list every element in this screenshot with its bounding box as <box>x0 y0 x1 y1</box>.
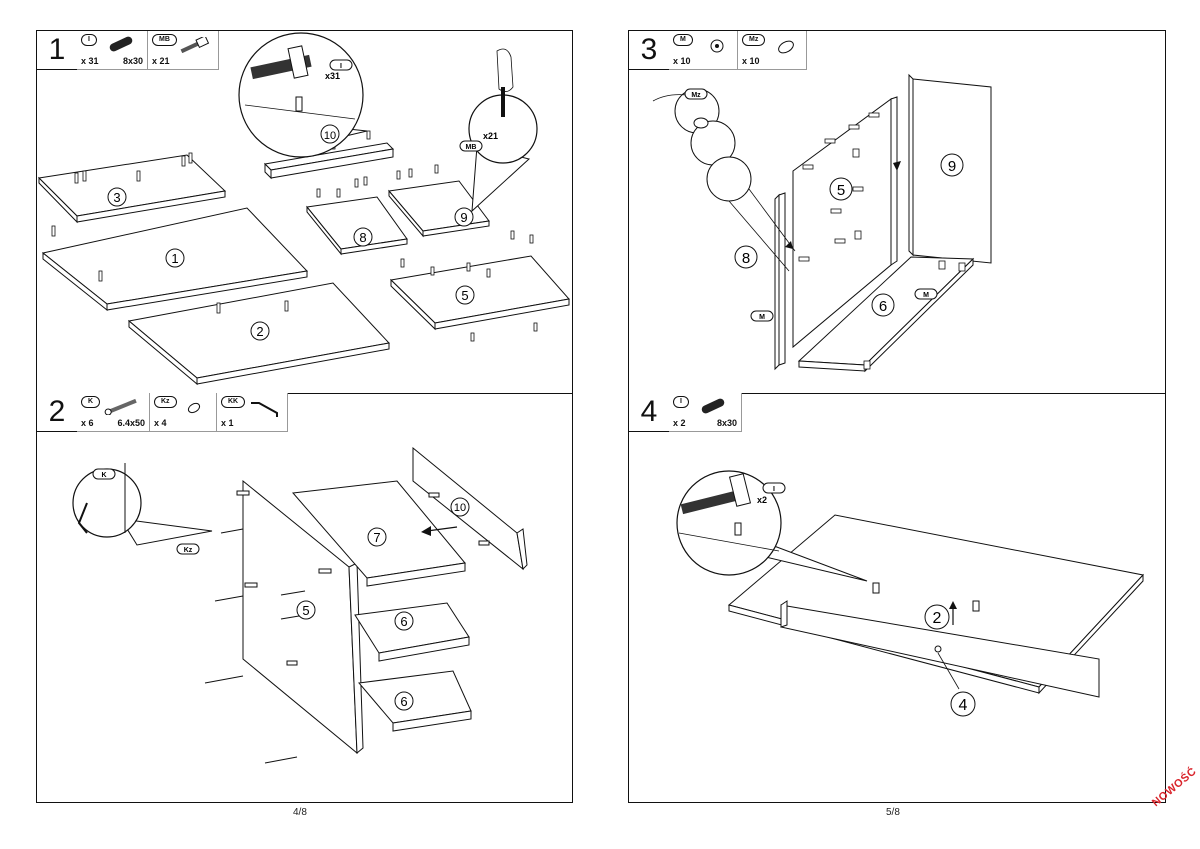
cam-cover-icon <box>778 40 794 54</box>
panel-label-1: 1 <box>171 251 178 266</box>
step-2-pane: K Kz 7 10 5 6 6 2 K x 6 <box>37 393 572 803</box>
step-1-pane: I x31 MB x21 3 1 2 10 <box>37 31 572 394</box>
step-4-pane: I x2 2 4 4 I x 2 8x30 <box>629 393 1165 803</box>
panel-label-10: 10 <box>454 502 466 514</box>
panel-label-6b: 6 <box>400 694 407 709</box>
callout-I-code: I <box>340 63 342 70</box>
cam-fittings <box>798 112 966 370</box>
panel-label-9: 9 <box>460 210 467 225</box>
panel-label-8: 8 <box>359 230 366 245</box>
panel-label-4: 4 <box>959 697 968 714</box>
panel-label-10: 10 <box>324 130 336 142</box>
step-4-parts-legend: I x 2 8x30 <box>669 393 742 432</box>
part-cam-lock: M x 10 <box>669 31 738 69</box>
page-number-right: 5/8 <box>886 807 900 818</box>
cam-bolt-icon <box>180 37 210 53</box>
callout-MB-qty: x21 <box>483 131 498 141</box>
step-2-diagram: K Kz 7 10 5 6 6 <box>72 446 528 764</box>
step-2-parts-legend: K x 6 6.4x50 Kz x 4 KK x 1 <box>77 393 288 432</box>
wooden-dowel-icon <box>109 36 133 52</box>
step-3-diagram: Mz M M 9 5 8 6 <box>652 73 992 373</box>
step-number-4: 4 <box>629 393 670 432</box>
part-screw-cap: Kz x 4 <box>150 393 217 431</box>
zoom-callout-screw: K Kz <box>72 463 213 555</box>
instruction-page-left: I x31 MB x21 3 1 2 10 <box>36 30 573 803</box>
allen-key-icon <box>77 502 88 534</box>
part-dowel: I x 31 8x30 <box>77 31 148 69</box>
zoom-callout-cam-lock: Mz M M <box>652 88 938 322</box>
callout-I-code: I <box>773 486 775 493</box>
step-1-diagram: I x31 MB x21 3 1 2 10 <box>37 32 570 386</box>
panel-label-9: 9 <box>948 158 956 175</box>
zoom-callout-camlock: MB x21 <box>459 48 538 213</box>
panel-8-shape <box>774 193 780 371</box>
part-allen-key: KK x 1 <box>217 393 287 431</box>
callout-I-qty: x31 <box>325 71 340 81</box>
part-dowel: I x 2 8x30 <box>673 396 737 428</box>
part-cam-cover: Mz x 10 <box>738 31 806 69</box>
panel-label-2: 2 <box>256 324 263 339</box>
panel-label-6a: 6 <box>400 614 407 629</box>
callout-M-code-b: M <box>923 292 929 299</box>
zoom-callout-dowel: I x31 <box>238 32 368 158</box>
allen-key-icon <box>251 402 278 417</box>
panel-5-shape <box>389 255 570 324</box>
callout-Kz-code: Kz <box>184 547 193 554</box>
step-3-pane: Mz M M 9 5 8 6 3 M x 10 <box>629 31 1165 394</box>
step-4-diagram: I x2 2 4 <box>676 470 1144 717</box>
panel-label-5: 5 <box>461 288 468 303</box>
screw-cap-icon <box>187 402 201 414</box>
step-number-1: 1 <box>37 31 78 70</box>
callout-M-code-a: M <box>759 314 765 321</box>
instruction-page-right: Mz M M 9 5 8 6 3 M x 10 <box>628 30 1166 803</box>
page-number-left: 4/8 <box>293 807 307 818</box>
step-number-2: 2 <box>37 393 78 432</box>
panel-label-8: 8 <box>742 250 750 267</box>
callout-I-qty: x2 <box>757 495 767 505</box>
panel-label-5: 5 <box>837 182 845 199</box>
step-3-parts-legend: M x 10 Mz x 10 <box>669 31 807 70</box>
part-code: I <box>81 34 97 46</box>
part-screw: K x 6 6.4x50 <box>77 393 150 431</box>
callout-Mz-code: Mz <box>691 92 701 99</box>
screwdriver-hand-icon <box>496 48 514 92</box>
step-number-3: 3 <box>629 31 670 70</box>
callout-MB-code: MB <box>466 144 477 151</box>
zoom-callout-dowel: I x2 <box>676 470 868 582</box>
confirmat-screw-icon <box>104 398 137 415</box>
step-1-parts-legend: I x 31 8x30 MB x 21 <box>77 31 219 70</box>
panel-label-7: 7 <box>373 530 380 545</box>
callout-K-code: K <box>101 472 106 479</box>
panel-label-5: 5 <box>302 603 309 618</box>
screw-markers <box>204 490 490 764</box>
panel-label-2: 2 <box>933 610 942 627</box>
panel-label-3: 3 <box>113 190 120 205</box>
wooden-dowel-icon <box>701 398 725 414</box>
cam-lock-icon <box>710 39 724 53</box>
panel-label-6: 6 <box>879 298 887 315</box>
hand-icon <box>652 94 688 102</box>
part-cam-bolt: MB x 21 <box>148 31 218 69</box>
